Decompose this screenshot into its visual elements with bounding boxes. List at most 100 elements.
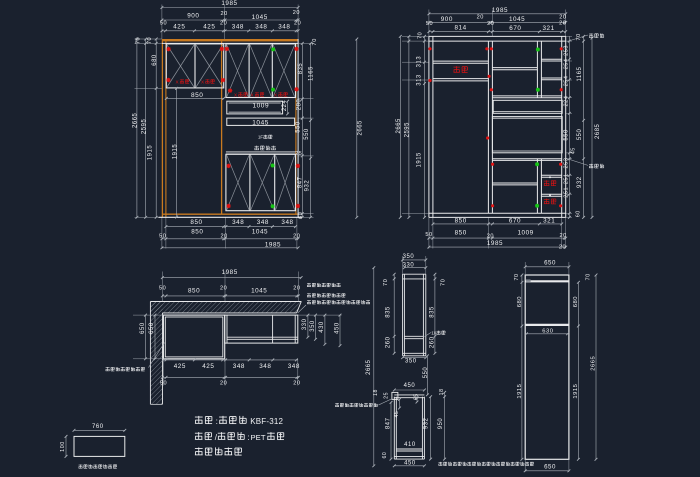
svg-text:932: 932 bbox=[304, 180, 310, 192]
svg-text:835: 835 bbox=[298, 63, 304, 75]
svg-text:/: / bbox=[215, 433, 218, 442]
svg-text:2595: 2595 bbox=[142, 119, 148, 135]
svg-text:650: 650 bbox=[544, 259, 556, 266]
svg-text:321: 321 bbox=[543, 217, 555, 224]
svg-text:20: 20 bbox=[220, 234, 227, 240]
svg-text:65: 65 bbox=[414, 393, 420, 400]
svg-text:350: 350 bbox=[310, 320, 316, 332]
svg-text:X: X bbox=[176, 80, 179, 85]
svg-text:20: 20 bbox=[293, 234, 300, 240]
svg-text:60: 60 bbox=[575, 210, 581, 217]
svg-text:2665: 2665 bbox=[366, 359, 372, 375]
svg-text:251: 251 bbox=[564, 173, 570, 184]
svg-text:50: 50 bbox=[426, 21, 433, 27]
svg-text:680: 680 bbox=[517, 296, 523, 307]
svg-text:2665: 2665 bbox=[396, 118, 402, 134]
svg-text:550: 550 bbox=[564, 129, 570, 141]
svg-text:760: 760 bbox=[92, 424, 104, 430]
svg-text:2665: 2665 bbox=[133, 112, 139, 128]
svg-text:70: 70 bbox=[312, 38, 318, 45]
svg-text:20: 20 bbox=[487, 233, 494, 239]
svg-text:50: 50 bbox=[159, 234, 166, 240]
svg-text:348: 348 bbox=[257, 219, 269, 226]
svg-text:20: 20 bbox=[293, 285, 300, 291]
svg-text:350: 350 bbox=[403, 254, 415, 260]
svg-text:1985: 1985 bbox=[265, 241, 281, 248]
svg-text:1F: 1F bbox=[258, 135, 263, 140]
svg-text:847: 847 bbox=[386, 418, 392, 430]
svg-text:1165: 1165 bbox=[309, 66, 315, 81]
svg-text:670: 670 bbox=[509, 25, 521, 32]
svg-text:254: 254 bbox=[564, 58, 570, 69]
svg-text:100: 100 bbox=[60, 441, 66, 452]
svg-text:20: 20 bbox=[220, 20, 227, 26]
svg-text:814: 814 bbox=[455, 24, 467, 31]
svg-text:1045: 1045 bbox=[509, 16, 525, 23]
svg-text:550: 550 bbox=[304, 128, 310, 140]
svg-text:835: 835 bbox=[386, 306, 392, 318]
svg-text:900: 900 bbox=[441, 16, 453, 23]
svg-text:20: 20 bbox=[220, 11, 227, 17]
svg-text:25: 25 bbox=[295, 151, 302, 157]
svg-text:550: 550 bbox=[423, 367, 429, 379]
svg-text:425: 425 bbox=[173, 24, 185, 31]
svg-text:321: 321 bbox=[543, 25, 555, 32]
svg-text:20: 20 bbox=[477, 15, 484, 21]
svg-text:45: 45 bbox=[571, 147, 577, 154]
svg-text:1009: 1009 bbox=[252, 103, 269, 110]
svg-text:850: 850 bbox=[191, 92, 204, 99]
svg-text:900: 900 bbox=[187, 13, 199, 20]
svg-text:20: 20 bbox=[560, 233, 567, 239]
svg-text:2595: 2595 bbox=[405, 122, 411, 138]
svg-text:254: 254 bbox=[564, 75, 570, 86]
svg-text:20: 20 bbox=[559, 21, 566, 27]
svg-text:330: 330 bbox=[403, 262, 415, 268]
svg-text:50: 50 bbox=[160, 20, 167, 26]
svg-text:18: 18 bbox=[373, 389, 379, 396]
svg-text:70: 70 bbox=[586, 273, 592, 280]
svg-text:350: 350 bbox=[405, 359, 417, 365]
svg-text:KBF-312: KBF-312 bbox=[250, 417, 283, 426]
svg-text:425: 425 bbox=[203, 24, 215, 31]
svg-text:348: 348 bbox=[278, 24, 290, 31]
svg-text:25: 25 bbox=[384, 392, 390, 399]
svg-text:410: 410 bbox=[404, 442, 416, 448]
svg-text:70: 70 bbox=[514, 273, 520, 280]
svg-text:630: 630 bbox=[542, 329, 553, 335]
svg-text:20: 20 bbox=[294, 20, 301, 26]
svg-text:850: 850 bbox=[455, 229, 467, 236]
svg-text:X: X bbox=[251, 93, 254, 98]
svg-text:550: 550 bbox=[295, 121, 301, 133]
svg-text:251: 251 bbox=[564, 187, 570, 198]
svg-text:1045: 1045 bbox=[251, 288, 267, 295]
svg-text:70: 70 bbox=[418, 32, 424, 39]
svg-text:847: 847 bbox=[298, 177, 304, 189]
svg-text:20: 20 bbox=[559, 15, 566, 21]
svg-text:1985: 1985 bbox=[221, 0, 237, 7]
svg-text:1915: 1915 bbox=[148, 145, 154, 161]
svg-text:650: 650 bbox=[149, 322, 155, 334]
svg-text:1X: 1X bbox=[431, 331, 436, 336]
svg-text:60: 60 bbox=[382, 452, 388, 459]
svg-text:1045: 1045 bbox=[252, 119, 269, 126]
svg-text:260: 260 bbox=[386, 336, 392, 348]
svg-text:932: 932 bbox=[577, 176, 583, 188]
svg-text:1915: 1915 bbox=[417, 152, 423, 168]
svg-text:932: 932 bbox=[423, 418, 429, 430]
svg-text:330: 330 bbox=[302, 318, 308, 330]
svg-text:2685: 2685 bbox=[595, 123, 601, 139]
svg-text:430: 430 bbox=[319, 321, 325, 333]
svg-text:253: 253 bbox=[564, 45, 570, 56]
svg-text:850: 850 bbox=[191, 229, 203, 236]
svg-text:2665: 2665 bbox=[591, 356, 597, 371]
svg-text:18: 18 bbox=[439, 388, 445, 395]
svg-text:60: 60 bbox=[298, 212, 304, 219]
svg-text:X: X bbox=[201, 80, 204, 85]
svg-text:348: 348 bbox=[288, 363, 300, 370]
svg-text:2665: 2665 bbox=[357, 120, 363, 136]
svg-text:348: 348 bbox=[255, 24, 267, 31]
svg-text:1045: 1045 bbox=[252, 229, 268, 236]
svg-text:425: 425 bbox=[174, 363, 186, 370]
svg-text:650: 650 bbox=[544, 464, 556, 471]
svg-text:1985: 1985 bbox=[222, 269, 238, 276]
